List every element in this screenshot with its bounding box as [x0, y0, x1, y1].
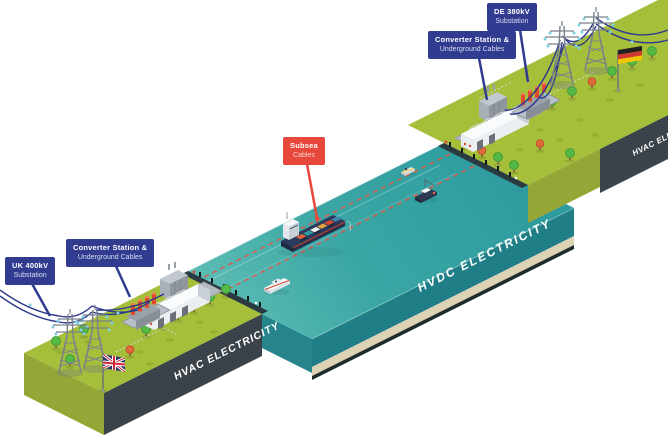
converter-tower	[479, 84, 507, 122]
grass-spots	[516, 83, 644, 152]
label-de-substation-line1: DE 380kV	[494, 7, 530, 16]
label-de-substation: DE 380kV Substation	[487, 3, 537, 31]
hall-door	[158, 317, 164, 329]
de-overhead-cables	[504, 17, 668, 115]
de-substation-stem	[518, 29, 530, 83]
sea-side-face	[312, 208, 574, 367]
label-de-substation-line2: Substation	[495, 18, 529, 26]
wave-line	[217, 172, 457, 293]
insulator-dot	[543, 92, 547, 96]
water-rim-highlight	[311, 207, 575, 340]
uk-converter-station	[121, 262, 223, 330]
sand-strip	[312, 236, 574, 376]
uk-gray-face	[104, 314, 262, 435]
label-subsea-cables: Subsea Cables	[283, 137, 325, 165]
shore-beacon-white	[514, 176, 518, 180]
de-gray-face	[600, 115, 668, 193]
ship-bridge	[283, 212, 299, 240]
label-subsea-line1: Subsea	[290, 141, 318, 150]
converter-tower	[160, 262, 188, 300]
container-ship	[278, 212, 352, 257]
label-uk-substation-line2: Substation	[13, 272, 47, 280]
label-stems	[28, 29, 530, 317]
dinghy-boat	[398, 167, 416, 176]
hall-door	[489, 133, 495, 145]
label-de-converter-line1: Converter Station &	[435, 35, 510, 44]
de-flag-icon	[614, 46, 642, 93]
hall-door	[182, 305, 188, 317]
uk-olive-end-face	[24, 353, 104, 435]
de-shoreline	[438, 140, 528, 188]
insulator-dot	[577, 46, 581, 50]
insulator-dot	[116, 311, 120, 315]
shore-beacon-white	[254, 301, 258, 305]
seabed-edge	[312, 245, 574, 380]
label-de-converter-line2: Underground Cables	[439, 46, 505, 54]
label-subsea-line2: Cables	[293, 152, 315, 160]
de-converter-stem	[477, 57, 489, 101]
uk-converter-stem	[113, 263, 132, 298]
de-olive-face	[528, 149, 600, 223]
label-uk-substation: UK 400kV Substation	[5, 257, 56, 285]
sea-channel: HVDC ELECTRICITY	[181, 142, 575, 380]
label-uk-converter-line1: Converter Station &	[73, 243, 148, 252]
hall-door	[170, 311, 176, 323]
subsea-cables-stem	[305, 163, 319, 219]
water-edge-highlight	[181, 142, 445, 275]
label-uk-converter-station: Converter Station & Underground Cables	[66, 239, 155, 267]
containers	[296, 216, 342, 243]
roof-ridges	[468, 111, 506, 131]
hall-door	[477, 139, 483, 151]
insulator-dot	[630, 40, 634, 44]
fishing-boat	[413, 179, 439, 203]
shore-beacon-red	[192, 270, 196, 274]
uk-substation-stem	[28, 279, 52, 317]
uk-flag-icon	[99, 354, 125, 393]
ship-wake	[346, 220, 352, 232]
insulator-dot	[28, 303, 32, 307]
sea-surface	[182, 143, 574, 339]
small-boat	[264, 278, 290, 295]
substation-fence	[115, 327, 179, 353]
label-uk-substation-line1: UK 400kV	[12, 261, 49, 270]
label-uk-converter-line2: Underground Cables	[77, 254, 143, 262]
sea-end-face	[262, 314, 312, 373]
label-de-converter-station: Converter Station & Underground Cables	[428, 31, 517, 59]
shore-beacon-red	[444, 140, 448, 144]
subsea-cables-arrow	[314, 217, 320, 224]
